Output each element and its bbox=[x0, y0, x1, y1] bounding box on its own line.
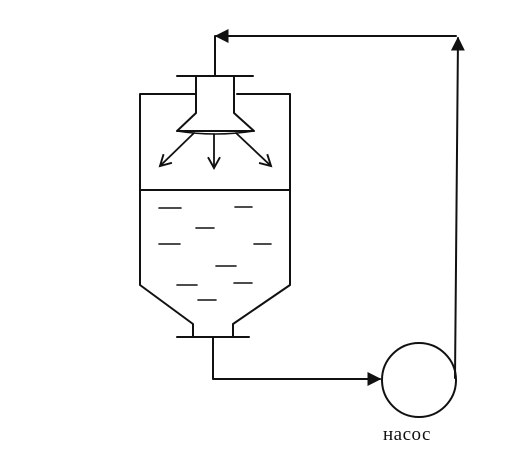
return-pipe bbox=[214, 29, 465, 379]
outlet-pipe bbox=[212, 336, 382, 386]
vessel-wall-left bbox=[139, 93, 196, 338]
vessel bbox=[139, 93, 291, 338]
spray-arrows bbox=[158, 132, 273, 170]
pump-label: насос bbox=[383, 424, 431, 445]
spray-nozzle bbox=[176, 75, 255, 135]
liquid-dashes bbox=[158, 206, 272, 301]
vessel-wall-right bbox=[232, 93, 291, 338]
pump-circle bbox=[381, 342, 457, 418]
